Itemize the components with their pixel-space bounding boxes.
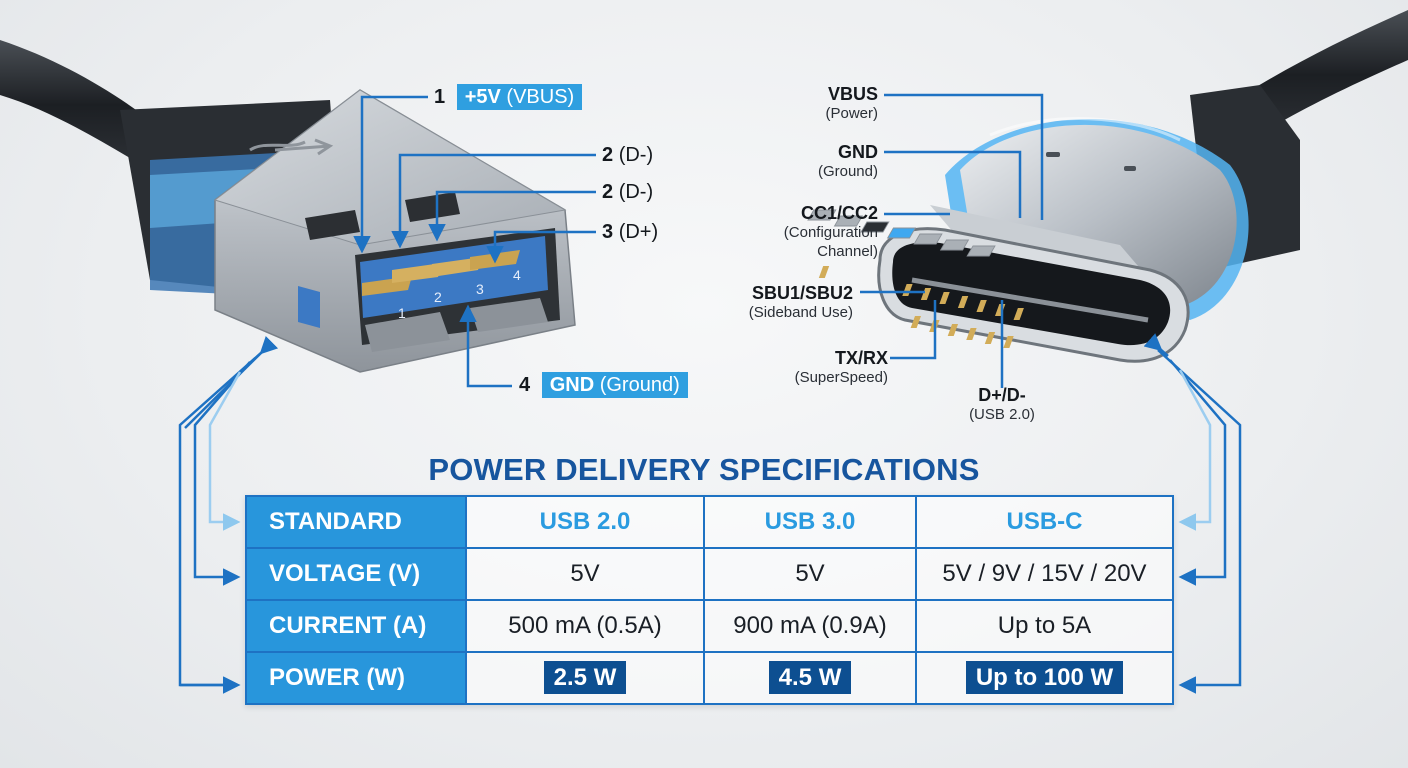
usb-a-pin-3-label: 3 (D+) <box>602 221 658 244</box>
row-header: POWER (W) <box>245 651 467 705</box>
right-bracket-arrows <box>1143 333 1242 694</box>
pin-label: GND <box>549 374 595 396</box>
usb-a-callout-lines <box>353 95 596 388</box>
table-cell: 5V / 9V / 15V / 20V <box>915 547 1174 601</box>
power-badge: 4.5 W <box>768 661 852 694</box>
table-row: POWER (W) 2.5 W 4.5 W Up to 100 W <box>245 651 1174 705</box>
pin-name: VBUS <box>827 84 878 104</box>
pin-label: (D-) <box>618 181 654 203</box>
table-cell: 2.5 W <box>465 651 705 705</box>
pin-number: 4 <box>519 374 531 396</box>
usb-c-sbu-label: SBU1/SBU2 (Sideband Use) <box>749 283 853 322</box>
table-cell: 4.5 W <box>703 651 917 705</box>
pin-desc: (SuperSpeed) <box>794 369 888 386</box>
vbus-highlight: +5V (VBUS) <box>456 84 583 110</box>
pin-name: CC1/CC2 <box>800 203 878 223</box>
usb-c-connector <box>807 10 1408 363</box>
usb-a-pin-4-label: 4 GND (Ground) <box>519 372 688 398</box>
column-header: USB 3.0 <box>703 495 917 549</box>
table-row: CURRENT (A) 500 mA (0.5A) 900 mA (0.9A) … <box>245 599 1174 653</box>
power-delivery-table: STANDARD USB 2.0 USB 3.0 USB-C VOLTAGE (… <box>245 495 1174 705</box>
table-cell: 900 mA (0.9A) <box>703 599 917 653</box>
usb-a-pin-1-label: 1 +5V (VBUS) <box>434 84 583 110</box>
pin-label: +5V <box>464 86 501 108</box>
gnd-highlight: GND (Ground) <box>541 372 688 398</box>
left-bracket-arrows <box>178 335 279 694</box>
usb-a-pin-2b-label: 2 (D-) <box>602 181 653 204</box>
column-header: USB-C <box>915 495 1174 549</box>
pin-detail: (VBUS) <box>506 86 575 108</box>
pin-desc: (Ground) <box>817 163 878 180</box>
usb-a-pin-2a-label: 2 (D-) <box>602 144 653 167</box>
pin-name: D+/D- <box>978 385 1026 405</box>
pin-detail: (Ground) <box>599 374 680 396</box>
pin-name: TX/RX <box>834 348 888 368</box>
column-header: USB 2.0 <box>465 495 705 549</box>
pin-label: (D+) <box>618 221 659 243</box>
row-header: VOLTAGE (V) <box>245 547 467 601</box>
table-cell: 5V <box>703 547 917 601</box>
row-header: CURRENT (A) <box>245 599 467 653</box>
power-badge: Up to 100 W <box>965 661 1124 694</box>
pin-number: 3 <box>602 221 614 243</box>
table-row: STANDARD USB 2.0 USB 3.0 USB-C <box>245 495 1174 549</box>
usb-c-txrx-label: TX/RX (SuperSpeed) <box>795 348 888 387</box>
pin-desc: (Sideband Use) <box>748 304 853 321</box>
pin-label: (D-) <box>618 144 654 166</box>
pin-desc: (USB 2.0) <box>969 406 1035 423</box>
contact-number-4: 4 <box>513 267 521 283</box>
pin-number: 1 <box>434 86 446 108</box>
usb-c-gnd-label: GND (Ground) <box>818 142 878 181</box>
table-row: VOLTAGE (V) 5V 5V 5V / 9V / 15V / 20V <box>245 547 1174 601</box>
usb-c-dplus-label: D+/D- (USB 2.0) <box>952 385 1052 424</box>
pin-name: SBU1/SBU2 <box>751 283 853 303</box>
pin-number: 2 <box>602 181 614 203</box>
pin-desc: (Power) <box>825 105 878 122</box>
pin-desc: (Configuration <box>783 224 878 241</box>
table-cell: 5V <box>465 547 705 601</box>
table-cell: Up to 5A <box>915 599 1174 653</box>
pin-number: 2 <box>602 144 614 166</box>
table-title: POWER DELIVERY SPECIFICATIONS <box>428 452 980 487</box>
table-cell: 500 mA (0.5A) <box>465 599 705 653</box>
power-badge: 2.5 W <box>543 661 627 694</box>
usb-c-callout-lines <box>860 93 1044 388</box>
usb-c-vbus-label: VBUS (Power) <box>825 84 878 123</box>
contact-number-3: 3 <box>476 281 484 297</box>
usb-c-cc-label: CC1/CC2 (Configuration Channel) <box>784 203 878 261</box>
table-cell: Up to 100 W <box>915 651 1174 705</box>
pin-desc-2: Channel) <box>817 243 878 260</box>
contact-number-2: 2 <box>434 289 442 305</box>
contact-number-1: 1 <box>398 305 406 321</box>
row-header: STANDARD <box>245 495 467 549</box>
pin-name: GND <box>838 142 878 162</box>
